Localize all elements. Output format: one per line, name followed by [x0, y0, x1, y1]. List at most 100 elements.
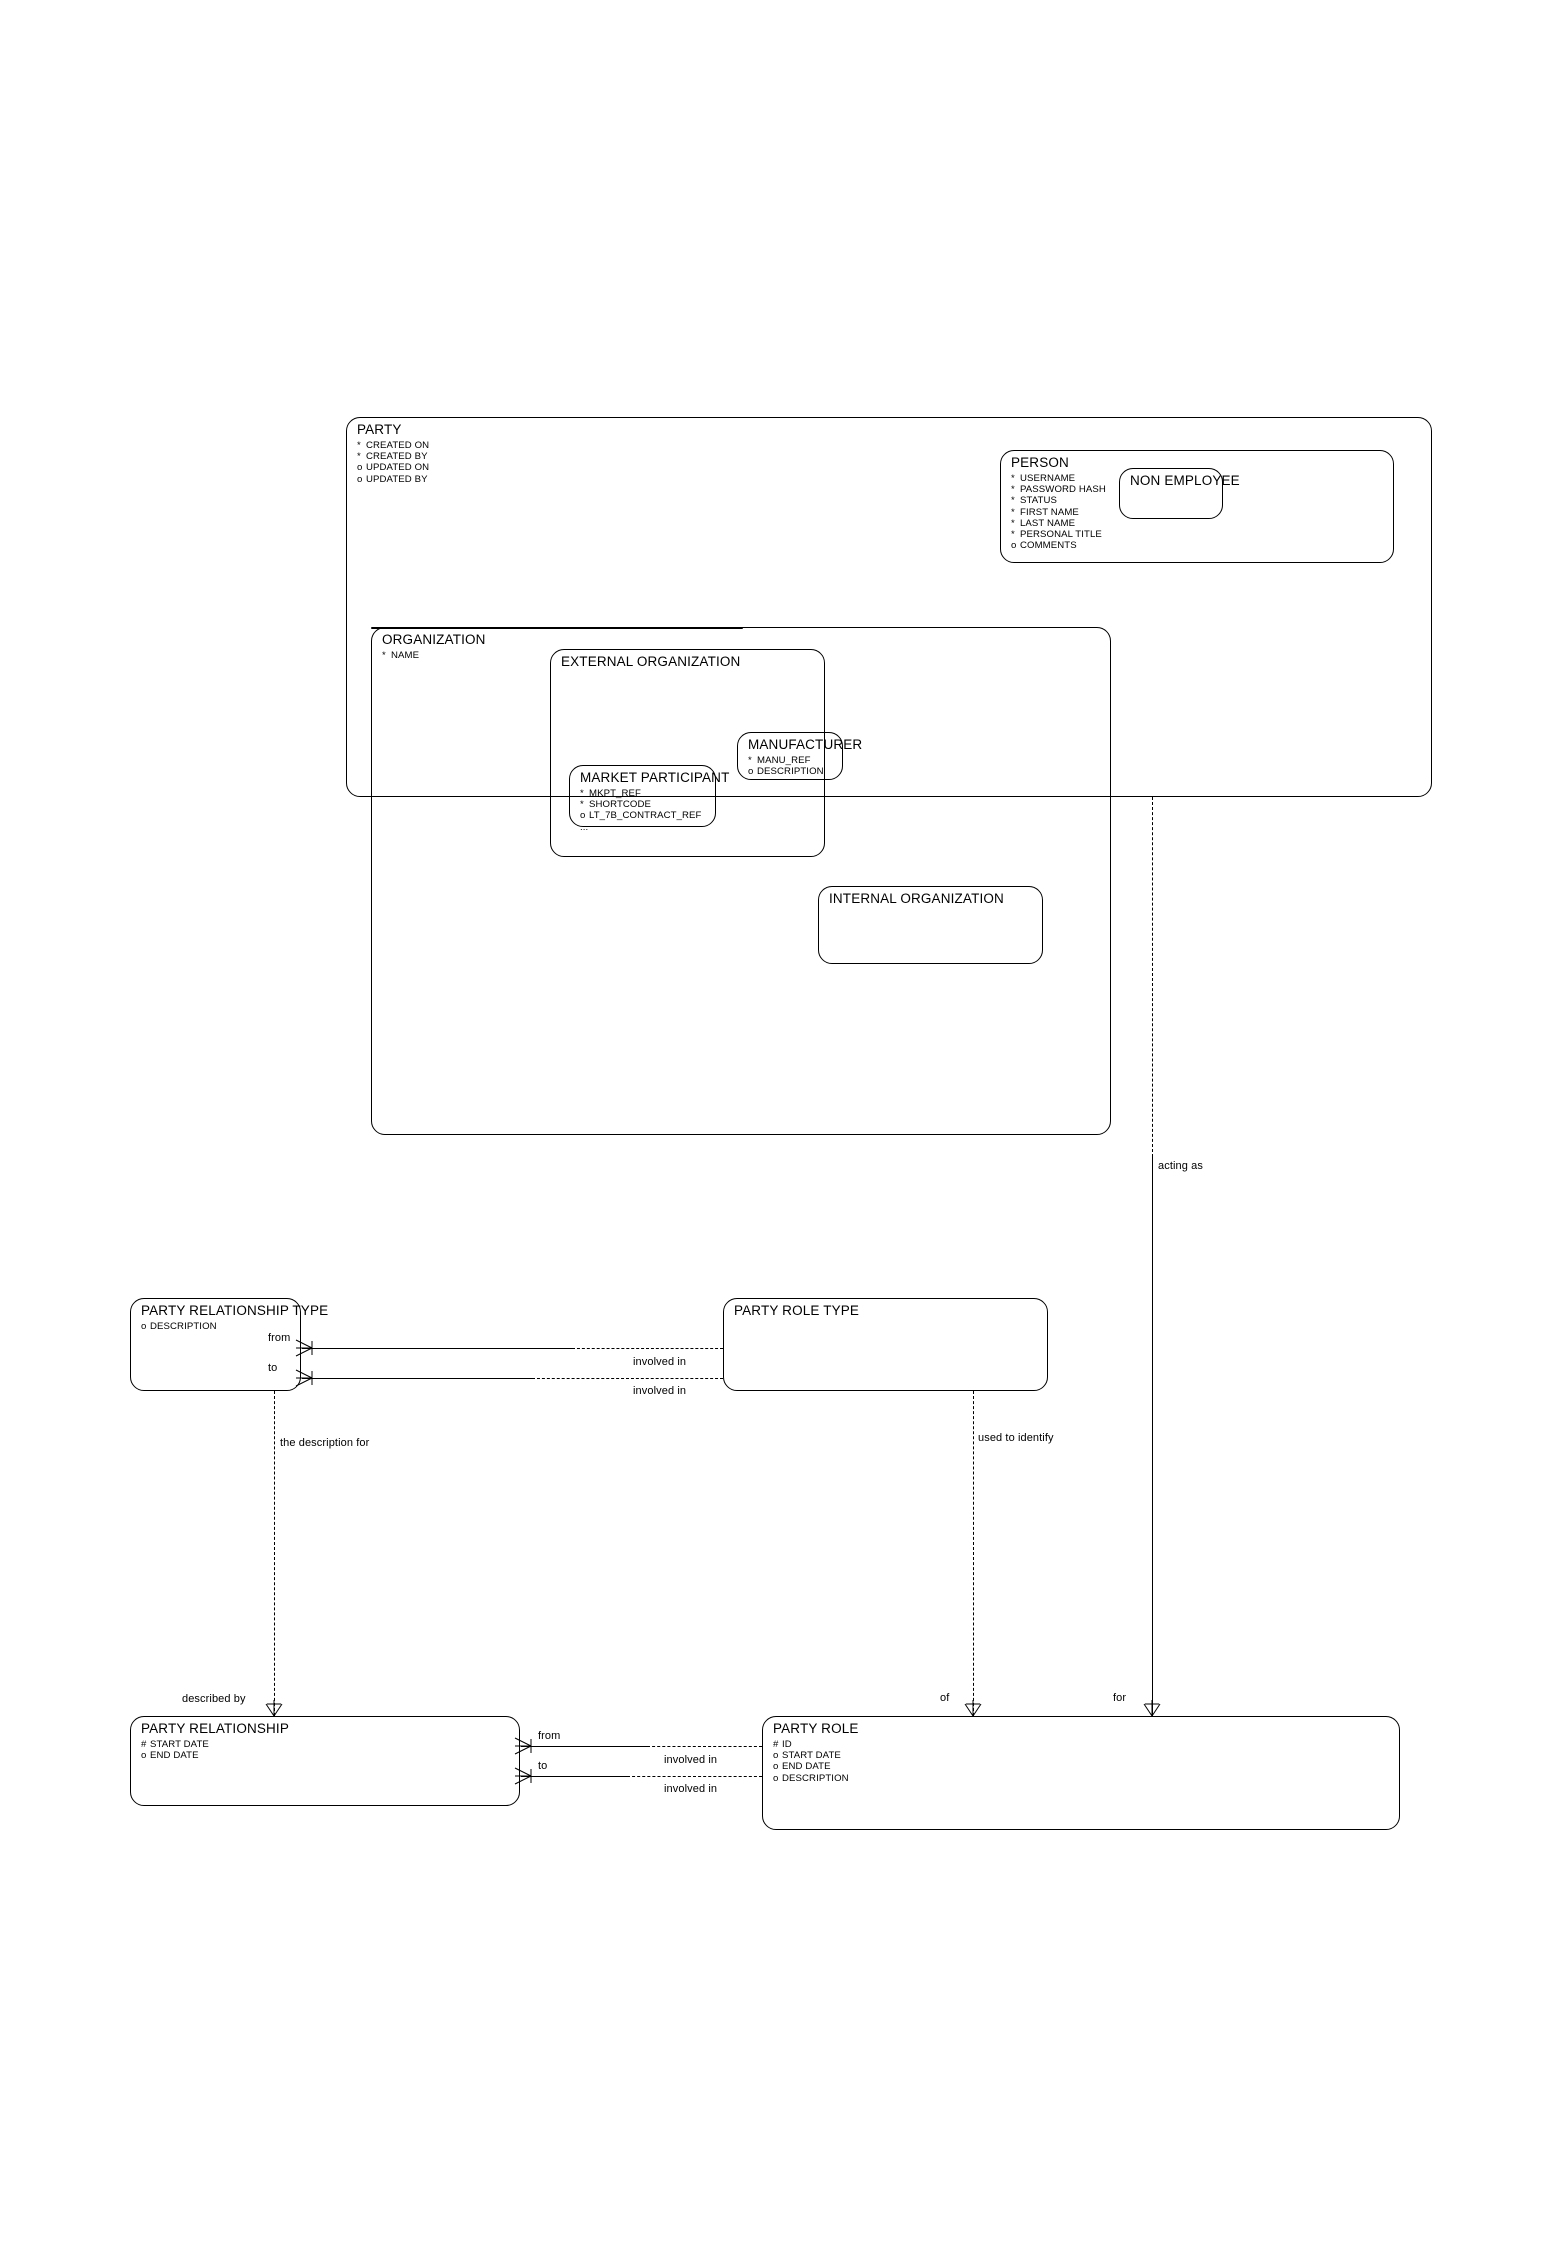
- attribute-mark: *: [580, 788, 584, 799]
- attribute-mark: *: [357, 451, 361, 463]
- entity-manufacturer-title: MANUFACTURER: [748, 737, 863, 752]
- attribute-label: STATUS: [1020, 495, 1058, 507]
- relationship-line-from-prtype-solid[interactable]: [302, 1348, 572, 1349]
- relationship-line-acting-as[interactable]: [1152, 797, 1153, 1157]
- attribute-mark: *: [748, 755, 752, 766]
- entity-party-role-type[interactable]: PARTY ROLE TYPE: [723, 1298, 1048, 1391]
- attribute-label: LT_7B_CONTRACT_REF: [589, 810, 702, 822]
- attribute-mark: *: [1011, 506, 1015, 518]
- relationship-line-from-prel-dash[interactable]: [647, 1746, 762, 1747]
- relationship-label-involved-in-role-2: involved in: [664, 1783, 718, 1795]
- attribute-label: FIRST NAME: [1020, 506, 1079, 518]
- attribute-row: * MANU_REF: [748, 755, 824, 766]
- entity-party-title: PARTY: [357, 422, 402, 437]
- relationship-label-involved-in-role-1: involved in: [664, 1754, 718, 1766]
- relationship-label-described-by: described by: [182, 1693, 246, 1705]
- crowsfoot-to-party-relationship: [514, 1767, 532, 1785]
- attribute-row: *PERSONAL TITLE: [1011, 529, 1106, 540]
- relationship-label-used-to-identify: used to identify: [978, 1432, 1054, 1444]
- relationship-line-to-prtype-solid[interactable]: [302, 1378, 532, 1379]
- relationship-line-for[interactable]: [1152, 1157, 1153, 1716]
- attribute-label: START DATE: [150, 1739, 209, 1750]
- attribute-label: COMMENTS: [1020, 540, 1077, 552]
- attribute-label: DESCRIPTION: [782, 1772, 849, 1784]
- relationship-label-of: of: [940, 1692, 950, 1704]
- attribute-label: LAST NAME: [1020, 517, 1076, 529]
- relationship-line-used-to-identify[interactable]: [973, 1391, 974, 1716]
- crowsfoot-from-party-relationship: [514, 1737, 532, 1755]
- relationship-label-from-prel: from: [538, 1730, 561, 1742]
- entity-organization-title: ORGANIZATION: [382, 632, 486, 647]
- crowsfoot-described-by: [265, 1700, 283, 1717]
- attribute-mark: *: [357, 440, 361, 451]
- attribute-row: * USERNAME: [1011, 473, 1106, 484]
- crowsfoot-of: [964, 1700, 982, 1717]
- entity-person-title: PERSON: [1011, 455, 1069, 470]
- entity-internal-organization[interactable]: INTERNAL ORGANIZATION: [818, 886, 1043, 964]
- attribute-row: *MKPT_REF: [580, 788, 702, 799]
- entity-party-role-title: PARTY ROLE: [773, 1721, 859, 1736]
- attribute-mark: #: [141, 1739, 147, 1750]
- entity-non-employee-title: NON EMPLOYEE: [1130, 473, 1240, 488]
- relationship-label-for: for: [1113, 1692, 1127, 1704]
- crowsfoot-from-party-relationship-type: [295, 1339, 313, 1357]
- attribute-mark: o: [141, 1750, 147, 1762]
- attribute-mark: #: [773, 1739, 779, 1750]
- attribute-label: UPDATED ON: [366, 462, 430, 474]
- relationship-label-to-prel: to: [538, 1760, 548, 1772]
- attribute-mark: *: [1011, 473, 1015, 484]
- entity-party-role-type-title: PARTY ROLE TYPE: [734, 1303, 860, 1318]
- attribute-mark: o: [773, 1772, 779, 1784]
- relationship-label-involved-in-type-2: involved in: [633, 1385, 687, 1397]
- relationship-line-from-prel-solid[interactable]: [521, 1746, 647, 1747]
- attribute-mark: o: [357, 462, 363, 474]
- attribute-label: END DATE: [150, 1750, 199, 1762]
- entity-person-attributes: * USERNAME *PASSWORD HASH * STATUS * FIRST …: [1011, 473, 1106, 551]
- relationship-line-to-prel-dash[interactable]: [627, 1776, 762, 1777]
- entity-non-employee[interactable]: NON EMPLOYEE: [1119, 468, 1240, 519]
- crowsfoot-to-party-relationship-type: [295, 1369, 313, 1387]
- entity-market-participant-title: MARKET PARTICIPANT: [580, 770, 730, 785]
- attribute-mark: o: [748, 766, 754, 778]
- entity-internal-organization-title: INTERNAL ORGANIZATION: [829, 891, 1004, 906]
- attribute-row: *NAME: [382, 650, 419, 661]
- attribute-mark: o: [580, 810, 586, 822]
- attribute-label: START DATE: [782, 1750, 841, 1762]
- attribute-mark: *: [1011, 517, 1015, 529]
- relationship-line-from-prtype-dash[interactable]: [572, 1348, 723, 1349]
- attribute-row: *PASSWORD HASH: [1011, 484, 1106, 495]
- attribute-row: *CREATED BY: [357, 451, 429, 462]
- relationship-line-description-for[interactable]: [274, 1391, 275, 1716]
- entity-party-relationship-type-title: PARTY RELATIONSHIP TYPE: [141, 1303, 329, 1318]
- attribute-row: *CREATED ON: [357, 440, 429, 451]
- attribute-row: * FIRST NAME: [1011, 507, 1106, 518]
- entity-market-participant[interactable]: MARKET PARTICIPANT *MKPT_REF *SHORTCODE …: [569, 765, 729, 833]
- attribute-row: #START DATE: [141, 1739, 209, 1750]
- entity-external-organization[interactable]: EXTERNAL ORGANIZATION MANUFACTURER *MANU…: [550, 649, 862, 857]
- attribute-label: MANU_REF: [757, 755, 811, 766]
- relationship-line-to-prel-solid[interactable]: [521, 1776, 627, 1777]
- attribute-label: END DATE: [782, 1761, 831, 1773]
- relationship-label-the-description-for: the description for: [280, 1437, 370, 1449]
- entity-organization-box[interactable]: ORGANIZATION *NAME EXTERNAL ORGANIZATION…: [371, 627, 1111, 1135]
- attribute-row: *SHORTCODE: [580, 799, 702, 810]
- attribute-label: USERNAME: [1020, 473, 1076, 484]
- relationship-line-to-prtype-dash[interactable]: [532, 1378, 723, 1379]
- entity-person[interactable]: PERSON * USERNAME *PASSWORD HASH * STATUS …: [1000, 450, 1394, 563]
